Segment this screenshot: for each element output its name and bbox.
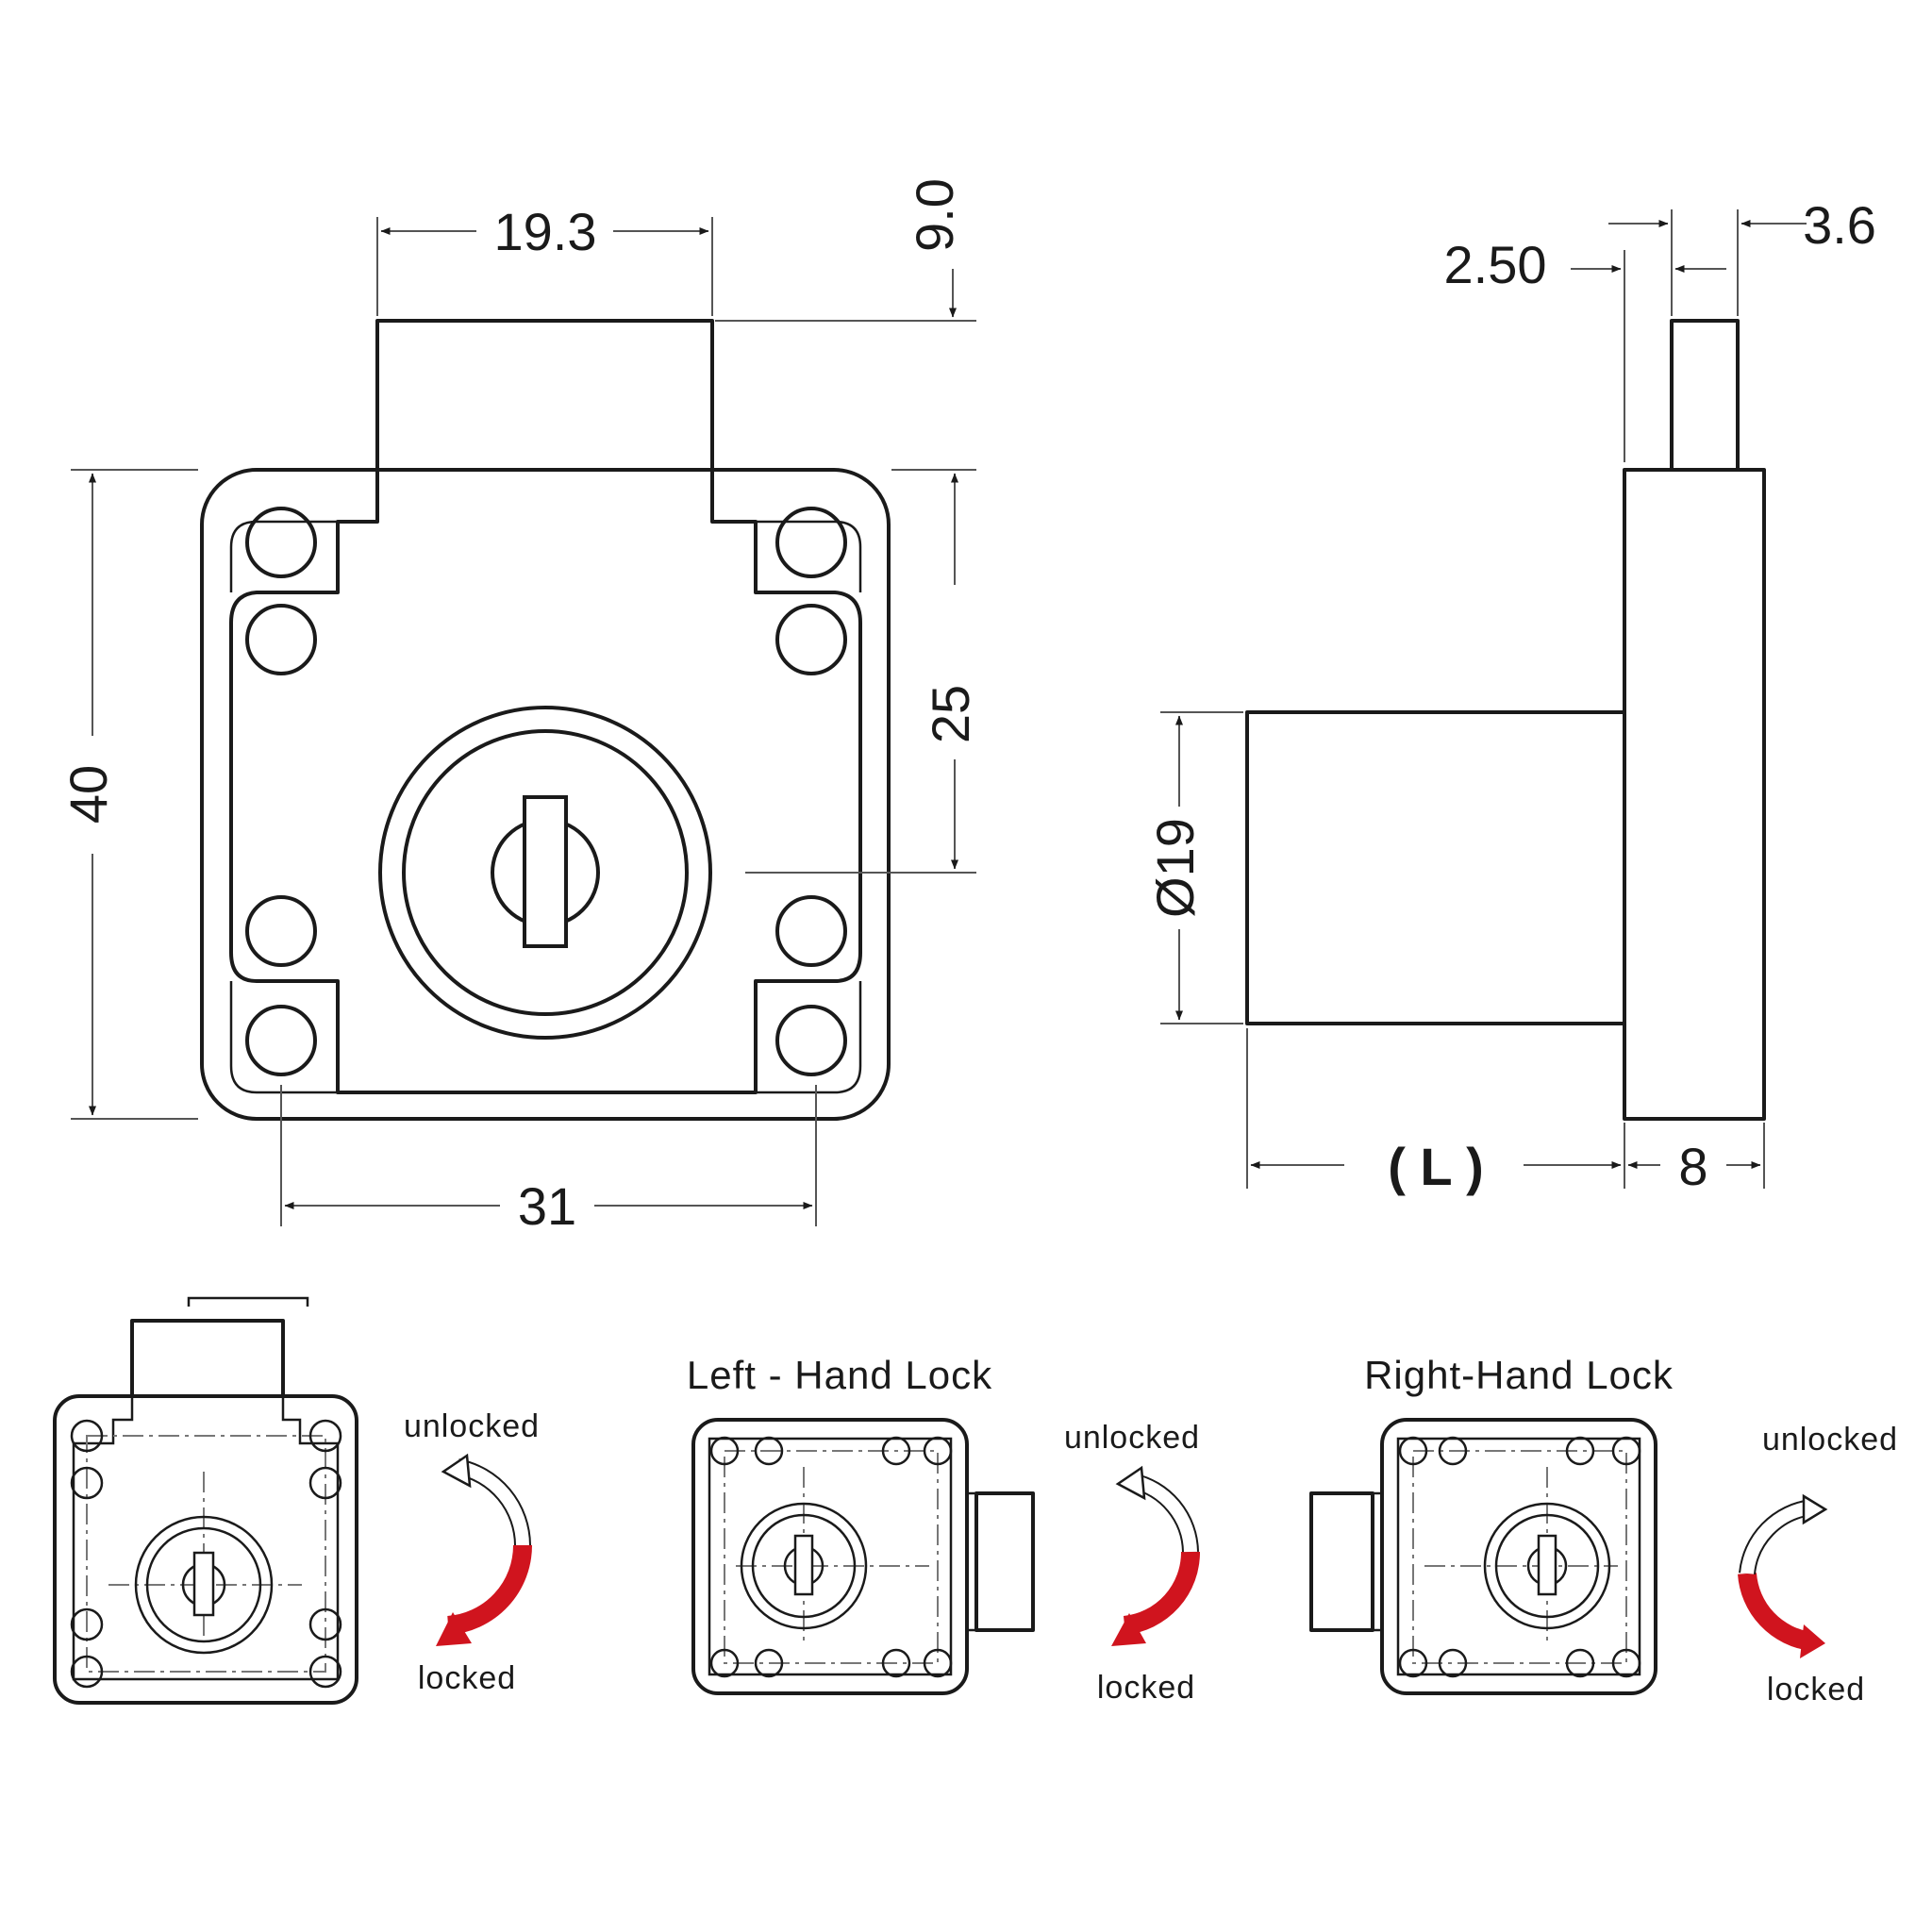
dim-9-0: 9.0 — [905, 178, 964, 252]
rotation-indicator-2: unlocked locked — [1064, 1420, 1201, 1706]
front-view: 19.3 9.0 40 25 31 — [58, 178, 980, 1236]
mounting-hole — [775, 1005, 847, 1076]
rotation-indicator-3: unlocked locked — [1738, 1422, 1898, 1707]
dim-2-50: 2.50 — [1444, 235, 1547, 294]
side-case — [1623, 468, 1766, 1121]
label-unlocked: unlocked — [1762, 1422, 1898, 1457]
key-slot — [523, 795, 568, 948]
label-unlocked: unlocked — [1064, 1420, 1200, 1456]
side-view: 3.6 2.50 Ø19 ( L ) 8 — [1145, 195, 1876, 1196]
mounting-hole — [245, 604, 317, 675]
front-plate-inner — [229, 468, 862, 1094]
mounting-hole — [775, 507, 847, 578]
small-lock-left-hand: Left - Hand Lock — [687, 1353, 1035, 1695]
cylinder-ring-inner — [402, 729, 689, 1016]
label-locked: locked — [418, 1660, 516, 1696]
mounting-hole — [775, 895, 847, 967]
label-unlocked: unlocked — [404, 1408, 540, 1444]
front-case-outer — [200, 468, 891, 1121]
left-hand-title: Left - Hand Lock — [687, 1353, 992, 1397]
dim-length-l: ( L ) — [1388, 1137, 1484, 1196]
side-bolt — [1670, 319, 1740, 472]
label-locked: locked — [1767, 1672, 1865, 1707]
dim-19-3: 19.3 — [494, 202, 597, 261]
small-lock-right-hand: Right-Hand Lock — [1309, 1353, 1674, 1695]
label-locked: locked — [1097, 1670, 1195, 1706]
side-cylinder — [1245, 710, 1626, 1025]
small-lock-top-bolt — [53, 1296, 358, 1705]
mounting-hole — [775, 604, 847, 675]
right-hand-title: Right-Hand Lock — [1364, 1353, 1674, 1397]
mounting-hole — [245, 1005, 317, 1076]
small-bolt-top — [130, 1319, 285, 1398]
dim-diameter-19: Ø19 — [1145, 818, 1205, 918]
mounting-hole — [245, 895, 317, 967]
dim-31: 31 — [518, 1176, 576, 1236]
mounting-hole — [245, 507, 317, 578]
dim-25: 25 — [921, 685, 980, 743]
cylinder-ring-outer — [378, 706, 712, 1040]
dim-3-6: 3.6 — [1803, 195, 1876, 255]
dim-8: 8 — [1678, 1137, 1707, 1196]
dim-40: 40 — [58, 765, 118, 824]
rotation-indicator-1: unlocked locked — [404, 1408, 540, 1696]
